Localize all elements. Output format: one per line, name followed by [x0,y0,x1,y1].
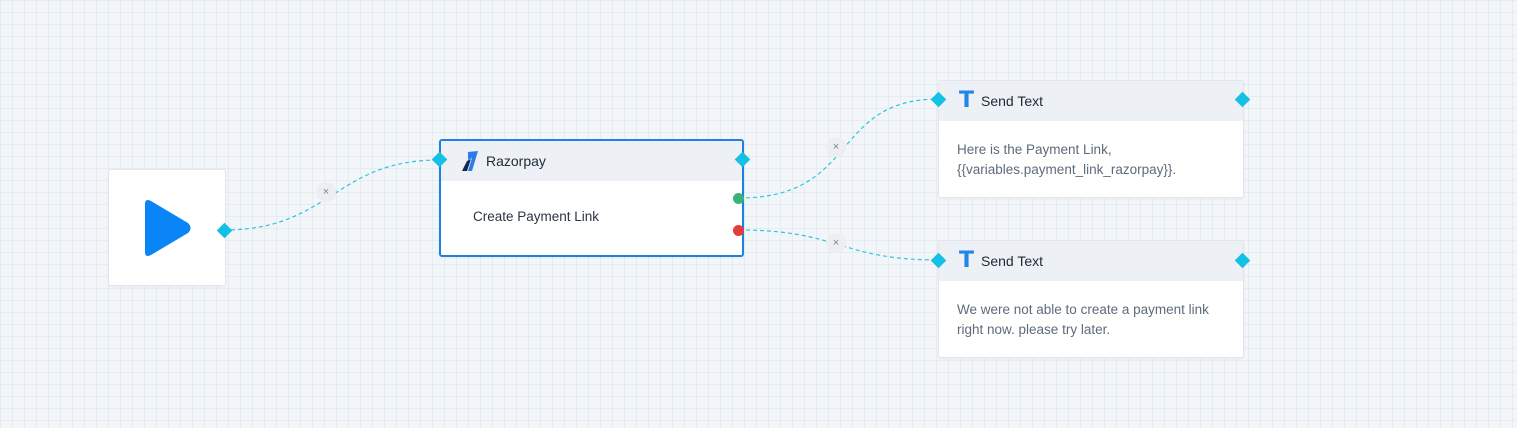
send-text-title: Send Text [981,253,1044,269]
edge-delete-button[interactable]: × [826,233,846,253]
send-text-title: Send Text [981,93,1044,109]
edge-delete-button[interactable]: × [826,137,846,157]
send-text-header: T Send Text [939,241,1243,281]
razorpay-action-label: Create Payment Link [473,209,600,224]
send-text-node-success[interactable]: T Send Text Here is the Payment Link, {{… [938,80,1244,198]
razorpay-failure-port[interactable] [733,225,744,236]
razorpay-success-port[interactable] [733,193,744,204]
text-icon: T [959,88,975,113]
razorpay-node-header: Razorpay [441,141,742,181]
send-text-node-failure[interactable]: T Send Text We were not able to create a… [938,240,1244,358]
send-text-message: Here is the Payment Link, {{variables.pa… [957,142,1177,177]
start-node[interactable] [108,169,226,286]
edge-razorpay-failure-to-send-text[interactable] [738,229,940,261]
razorpay-node[interactable]: Razorpay Create Payment Link [439,139,744,257]
send-text-header: T Send Text [939,81,1243,121]
razorpay-logo-icon [462,151,478,171]
edge-delete-button[interactable]: × [316,182,336,202]
send-text-message: We were not able to create a payment lin… [957,302,1209,337]
play-icon [145,200,191,256]
razorpay-node-title: Razorpay [486,153,546,169]
text-icon: T [959,248,975,273]
